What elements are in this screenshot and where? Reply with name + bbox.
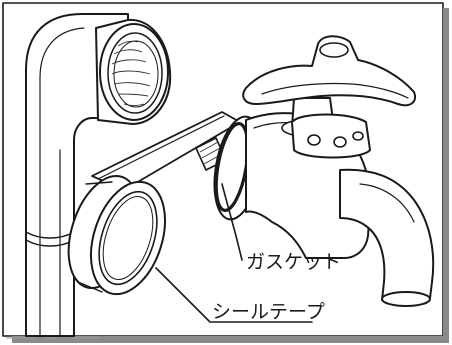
- seal-tape-roll: [67, 174, 166, 296]
- frame-shadow-bottom: [12, 336, 449, 343]
- seal-tape-label: シールテープ: [212, 301, 325, 323]
- frame-shadow-right: [443, 8, 449, 342]
- wall-pipe: [25, 13, 172, 337]
- seal-tape-leader-line: [155, 267, 313, 323]
- gasket-leader-line: [221, 183, 243, 261]
- gasket-label: ガスケット: [246, 251, 341, 273]
- faucet: [195, 35, 435, 307]
